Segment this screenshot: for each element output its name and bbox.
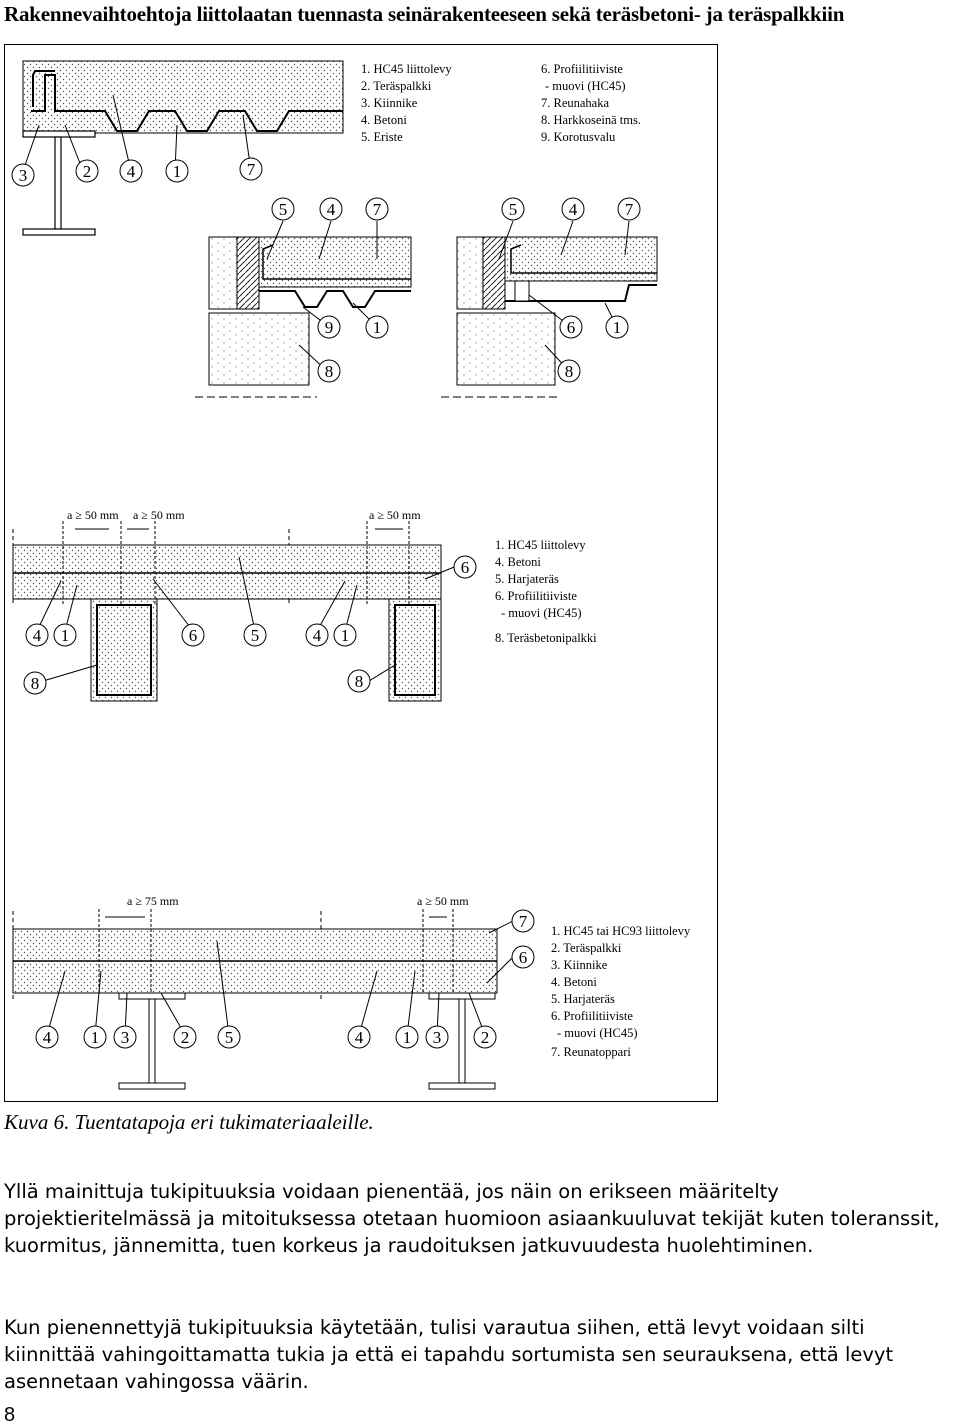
paragraph-2: Kun pienennettyjä tukipituuksia käytetää… xyxy=(4,1316,894,1393)
detail-2-callouts: 5 4 7 9 1 8 xyxy=(271,197,389,383)
callout-label: 1 xyxy=(173,162,182,181)
figure-drawing: 3 2 4 1 7 1. HC45 liittolevy 2. Teräspal… xyxy=(4,44,718,1102)
svg-text:- muovi (HC45): - muovi (HC45) xyxy=(557,1026,638,1040)
svg-text:a ≥ 50 mm: a ≥ 50 mm xyxy=(369,508,421,522)
svg-text:2: 2 xyxy=(481,1028,490,1047)
detail-3-block-wall-seal: 5 4 7 6 1 8 xyxy=(441,197,658,398)
callout-label: 2 xyxy=(83,162,92,181)
svg-text:8: 8 xyxy=(565,362,574,381)
svg-text:a ≥ 50 mm: a ≥ 50 mm xyxy=(133,508,185,522)
svg-text:4. Betoni: 4. Betoni xyxy=(551,975,597,989)
svg-text:6: 6 xyxy=(461,558,470,577)
detail-1-legend-a: 1. HC45 liittolevy 2. Teräspalkki 3. Kii… xyxy=(361,62,452,144)
svg-text:1: 1 xyxy=(613,318,622,337)
svg-text:- muovi (HC45): - muovi (HC45) xyxy=(545,79,626,93)
callout-label: 4 xyxy=(127,162,136,181)
detail-5-legend: 1. HC45 tai HC93 liittolevy 2. Teräspalk… xyxy=(551,924,691,1059)
svg-text:6. Profiilitiiviste: 6. Profiilitiiviste xyxy=(551,1009,633,1023)
svg-text:4. Betoni: 4. Betoni xyxy=(495,555,541,569)
svg-text:2. Teräspalkki: 2. Teräspalkki xyxy=(361,79,432,93)
detail-2-block-wall: 5 4 7 9 1 8 xyxy=(195,197,412,398)
svg-text:5. Harjateräs: 5. Harjateräs xyxy=(495,572,559,586)
svg-text:5. Harjateräs: 5. Harjateräs xyxy=(551,992,615,1006)
svg-text:6: 6 xyxy=(519,948,528,967)
svg-text:8: 8 xyxy=(325,362,334,381)
svg-text:4: 4 xyxy=(43,1028,52,1047)
detail-4-callouts: 4 1 6 5 4 1 6 8 8 xyxy=(23,555,477,695)
svg-text:1: 1 xyxy=(91,1028,100,1047)
svg-text:- muovi (HC45): - muovi (HC45) xyxy=(501,606,582,620)
svg-text:7. Reunatoppari: 7. Reunatoppari xyxy=(551,1045,631,1059)
svg-text:1: 1 xyxy=(61,626,70,645)
svg-text:8: 8 xyxy=(31,674,40,693)
construction-details-svg: 3 2 4 1 7 1. HC45 liittolevy 2. Teräspal… xyxy=(11,60,691,1090)
svg-text:7: 7 xyxy=(519,912,528,931)
svg-text:5: 5 xyxy=(251,626,260,645)
svg-text:a ≥ 50 mm: a ≥ 50 mm xyxy=(417,894,469,908)
detail-1-legend-b: 6. Profiilitiiviste - muovi (HC45) 7. Re… xyxy=(541,62,641,144)
svg-text:4: 4 xyxy=(327,200,336,219)
svg-text:a ≥ 50 mm: a ≥ 50 mm xyxy=(67,508,119,522)
svg-text:1. HC45 liittolevy: 1. HC45 liittolevy xyxy=(495,538,586,552)
detail-4-legend: 1. HC45 liittolevy 4. Betoni 5. Harjater… xyxy=(495,538,597,645)
svg-text:7. Reunahaka: 7. Reunahaka xyxy=(541,96,609,110)
svg-text:9. Korotusvalu: 9. Korotusvalu xyxy=(541,130,616,144)
detail-1-steel-beam: 3 2 4 1 7 1. HC45 liittolevy 2. Teräspal… xyxy=(11,60,641,236)
svg-text:4: 4 xyxy=(313,626,322,645)
svg-text:4: 4 xyxy=(355,1028,364,1047)
svg-text:6. Profiilitiiviste: 6. Profiilitiiviste xyxy=(495,589,577,603)
detail-5-callouts: 4 1 3 2 5 4 1 3 2 7 6 xyxy=(35,909,535,1049)
svg-text:2. Teräspalkki: 2. Teräspalkki xyxy=(551,941,622,955)
svg-text:3: 3 xyxy=(121,1028,130,1047)
svg-text:6: 6 xyxy=(567,318,576,337)
svg-text:1: 1 xyxy=(403,1028,412,1047)
page-number: 8 xyxy=(4,1404,16,1426)
detail-1-callouts: 3 2 4 1 7 xyxy=(11,157,263,187)
svg-text:8. Teräsbetonipalkki: 8. Teräsbetonipalkki xyxy=(495,631,597,645)
page-title: Rakennevaihtoehtoja liittolaatan tuennas… xyxy=(4,2,845,26)
figure-caption: Kuva 6. Tuentatapoja eri tukimateriaalei… xyxy=(4,1110,374,1134)
svg-text:2: 2 xyxy=(181,1028,190,1047)
svg-text:3: 3 xyxy=(433,1028,442,1047)
svg-text:8. Harkkoseinä tms.: 8. Harkkoseinä tms. xyxy=(541,113,641,127)
svg-text:4: 4 xyxy=(569,200,578,219)
svg-text:9: 9 xyxy=(325,318,334,337)
svg-text:1: 1 xyxy=(341,626,350,645)
svg-text:5: 5 xyxy=(279,200,288,219)
svg-text:3. Kiinnike: 3. Kiinnike xyxy=(361,96,418,110)
callout-label: 3 xyxy=(19,166,28,185)
svg-text:6. Profiilitiiviste: 6. Profiilitiiviste xyxy=(541,62,623,76)
svg-text:1: 1 xyxy=(373,318,382,337)
svg-text:5: 5 xyxy=(225,1028,234,1047)
paragraph-1: Yllä mainittuja tukipituuksia voidaan pi… xyxy=(4,1180,940,1257)
detail-3-callouts: 5 4 7 6 1 8 xyxy=(501,197,641,383)
svg-text:5. Eriste: 5. Eriste xyxy=(361,130,403,144)
svg-text:4. Betoni: 4. Betoni xyxy=(361,113,407,127)
svg-text:4: 4 xyxy=(33,626,42,645)
detail-5-steel-beam: a ≥ 75 mm a ≥ 50 mm xyxy=(12,894,691,1090)
callout-label: 7 xyxy=(247,160,256,179)
detail-4-rc-beam: a ≥ 50 mm a ≥ 50 mm a ≥ 50 mm xyxy=(12,508,597,702)
svg-text:1. HC45 liittolevy: 1. HC45 liittolevy xyxy=(361,62,452,76)
svg-text:a ≥ 75 mm: a ≥ 75 mm xyxy=(127,894,179,908)
svg-text:8: 8 xyxy=(355,672,364,691)
svg-text:7: 7 xyxy=(625,200,634,219)
svg-text:6: 6 xyxy=(189,626,198,645)
svg-text:5: 5 xyxy=(509,200,518,219)
svg-text:7: 7 xyxy=(373,200,382,219)
svg-text:3. Kiinnike: 3. Kiinnike xyxy=(551,958,608,972)
svg-text:1. HC45 tai HC93 liittolevy: 1. HC45 tai HC93 liittolevy xyxy=(551,924,691,938)
